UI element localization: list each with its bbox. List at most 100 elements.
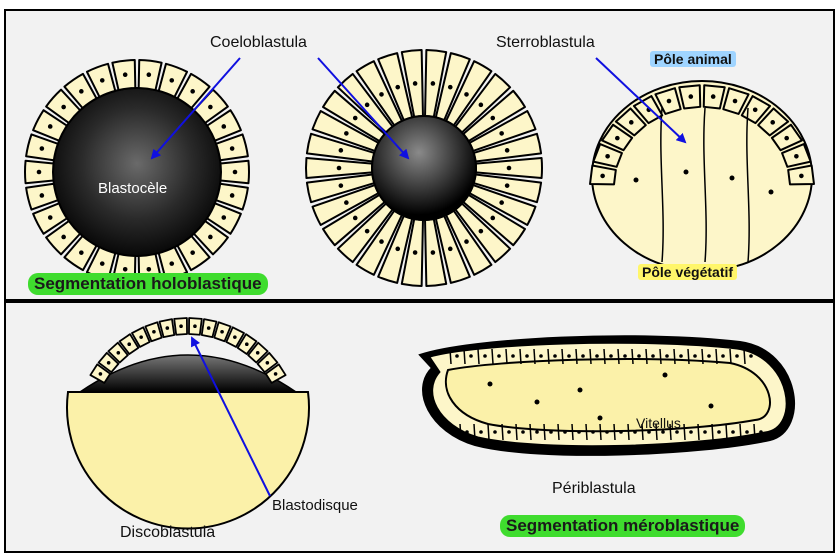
- cell-nucleus: [190, 89, 195, 94]
- cell-nucleus: [127, 342, 131, 346]
- cell-nucleus: [479, 229, 484, 234]
- cell-nucleus: [123, 72, 128, 77]
- cell-nucleus: [48, 215, 53, 220]
- cell-division: [516, 424, 517, 440]
- cell-nucleus: [395, 85, 400, 90]
- cell-nucleus: [40, 193, 45, 198]
- cell-nucleus: [465, 430, 469, 434]
- cell-nucleus: [100, 261, 105, 266]
- cell-nucleus: [497, 354, 501, 358]
- cell-nucleus: [100, 78, 105, 83]
- cell-division: [450, 349, 451, 364]
- cell-nucleus: [413, 81, 418, 86]
- cell-nucleus: [147, 267, 152, 272]
- cell-nucleus: [549, 430, 553, 434]
- cell-nucleus: [490, 216, 495, 221]
- cell-division: [684, 424, 685, 440]
- cell-nucleus: [591, 430, 595, 434]
- cell-division: [600, 424, 601, 440]
- cell-nucleus: [107, 361, 111, 365]
- cell-division: [502, 424, 503, 440]
- cell-nucleus: [208, 105, 213, 110]
- cell-division: [618, 349, 619, 364]
- cell-division: [716, 349, 717, 364]
- cell-nucleus: [567, 354, 571, 358]
- cell-nucleus: [553, 354, 557, 358]
- cell-division: [628, 424, 629, 440]
- cell-nucleus: [595, 354, 599, 358]
- cell-nucleus: [689, 430, 693, 434]
- coeloblastula-drawing: [25, 60, 249, 284]
- cell-nucleus: [40, 146, 45, 151]
- cell-nucleus: [490, 116, 495, 121]
- cell-nucleus: [651, 354, 655, 358]
- cell-nucleus: [230, 193, 235, 198]
- cell-nucleus: [707, 354, 711, 358]
- cell-nucleus: [689, 94, 694, 99]
- cell-nucleus: [365, 229, 370, 234]
- cell-nucleus: [344, 131, 349, 136]
- cell-division: [586, 424, 587, 440]
- cell-nucleus: [274, 372, 278, 376]
- yolk-nucleus: [709, 404, 714, 409]
- cell-division: [614, 424, 615, 440]
- cell-nucleus: [190, 250, 195, 255]
- cell-nucleus: [505, 148, 510, 153]
- cell-nucleus: [193, 324, 197, 328]
- cell-nucleus: [511, 354, 515, 358]
- cell-nucleus: [431, 81, 436, 86]
- cell-nucleus: [735, 354, 739, 358]
- cell-nucleus: [769, 190, 774, 195]
- label-vitellus: Vitellus: [636, 415, 681, 431]
- cell-nucleus: [169, 78, 174, 83]
- cell-nucleus: [684, 170, 689, 175]
- cell-nucleus: [123, 267, 128, 272]
- cell-nucleus: [464, 239, 469, 244]
- cell-division: [548, 349, 549, 364]
- cell-nucleus: [733, 99, 738, 104]
- cell-division: [506, 349, 507, 364]
- cell-nucleus: [221, 124, 226, 129]
- cell-division: [558, 424, 559, 440]
- label-discoblastula: Discoblastula: [120, 524, 215, 542]
- cell-nucleus: [605, 430, 609, 434]
- label-segmentation-holoblastique: Segmentation holoblastique: [28, 273, 268, 295]
- cell-division: [688, 349, 689, 364]
- blastocoel-cavity: [372, 116, 476, 220]
- cell-division: [460, 424, 461, 440]
- cell-nucleus: [665, 354, 669, 358]
- sterroblastula-body: [592, 81, 812, 271]
- cell-division: [702, 349, 703, 364]
- cell-nucleus: [679, 354, 683, 358]
- yolk-nucleus: [598, 416, 603, 421]
- yolk-nucleus: [535, 400, 540, 405]
- cell-division: [674, 349, 675, 364]
- cell-division: [730, 349, 731, 364]
- cell-nucleus: [61, 235, 66, 240]
- cell-nucleus: [745, 430, 749, 434]
- cell-nucleus: [505, 183, 510, 188]
- cell-division: [492, 349, 493, 364]
- cell-nucleus: [448, 247, 453, 252]
- cell-division: [530, 424, 531, 440]
- cell-division: [474, 424, 475, 440]
- label-segmentation-meroblastique: Segmentation méroblastique: [500, 515, 745, 537]
- cell-division: [744, 349, 745, 364]
- cell-nucleus: [79, 250, 84, 255]
- cell-nucleus: [469, 354, 473, 358]
- cell-nucleus: [730, 176, 735, 181]
- cell-division: [464, 349, 465, 364]
- cell-nucleus: [493, 430, 497, 434]
- cell-nucleus: [637, 354, 641, 358]
- cell-nucleus: [266, 361, 270, 365]
- cell-division: [534, 349, 535, 364]
- cell-nucleus: [220, 330, 224, 334]
- label-coeloblastula: Coeloblastula: [210, 34, 307, 52]
- cell-nucleus: [693, 354, 697, 358]
- cell-division: [544, 424, 545, 440]
- cell-nucleus: [784, 136, 789, 141]
- cell-nucleus: [753, 107, 758, 112]
- cell-nucleus: [600, 174, 605, 179]
- cell-nucleus: [339, 148, 344, 153]
- cell-division: [590, 349, 591, 364]
